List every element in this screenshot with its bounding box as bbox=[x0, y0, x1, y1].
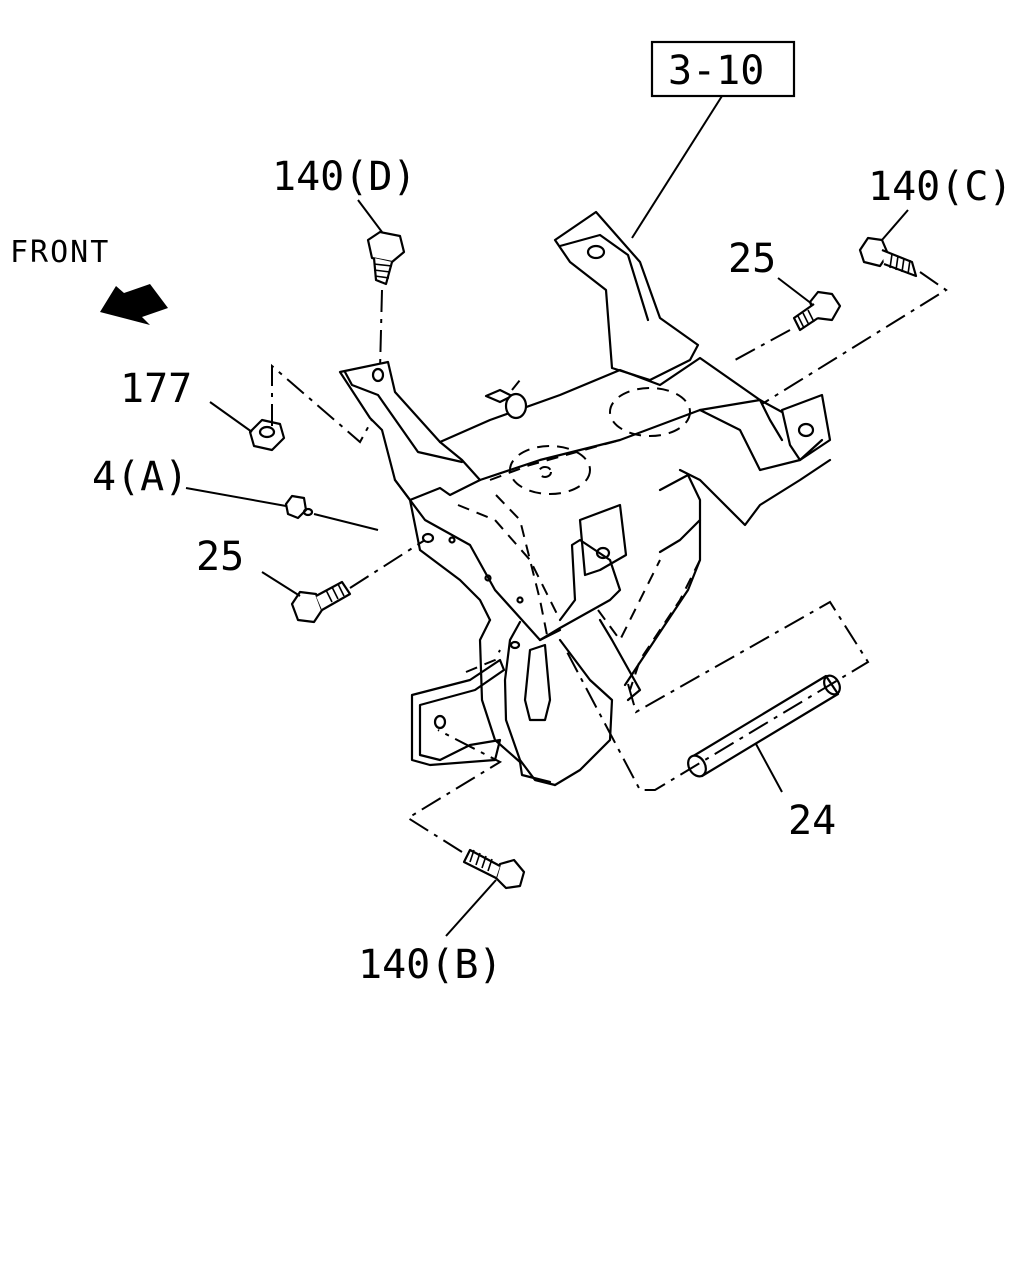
bolt-140c[interactable] bbox=[858, 236, 918, 278]
callout-140b: 140(B) bbox=[358, 942, 503, 988]
clip-4a[interactable] bbox=[284, 494, 314, 520]
leader-24 bbox=[755, 743, 783, 793]
bolt-140d[interactable] bbox=[366, 230, 406, 286]
front-direction-label: FRONT bbox=[10, 235, 110, 270]
callout-24: 24 bbox=[788, 798, 836, 844]
bolt-25-top[interactable] bbox=[792, 290, 842, 332]
callout-140c: 140(C) bbox=[868, 164, 1013, 210]
ref-box-leader bbox=[631, 95, 723, 239]
leader-177 bbox=[209, 401, 253, 433]
callout-140d: 140(D) bbox=[272, 154, 417, 200]
arrow-upleft-icon bbox=[100, 284, 168, 325]
leader-4a bbox=[185, 487, 287, 507]
clip-4a-axis bbox=[313, 513, 379, 531]
bolt-center-top bbox=[484, 388, 528, 420]
callout-25-top: 25 bbox=[728, 236, 776, 282]
callout-4a: 4(A) bbox=[92, 454, 188, 500]
ref-box-label: 3-10 bbox=[668, 48, 764, 94]
nut-177[interactable] bbox=[248, 418, 286, 452]
leader-25-top bbox=[777, 277, 813, 305]
leader-140b bbox=[445, 879, 497, 937]
leader-140d bbox=[357, 199, 383, 233]
callout-177: 177 bbox=[120, 366, 192, 412]
bolt-25-left[interactable] bbox=[290, 580, 352, 624]
leader-140c bbox=[881, 209, 909, 241]
leader-25-left bbox=[261, 571, 301, 597]
ref-box-3-10[interactable]: 3-10 bbox=[650, 40, 796, 98]
pin-24[interactable] bbox=[685, 673, 843, 780]
main-bracket bbox=[338, 210, 832, 787]
callout-25-left: 25 bbox=[196, 534, 244, 580]
bolt-140b[interactable] bbox=[462, 848, 526, 890]
